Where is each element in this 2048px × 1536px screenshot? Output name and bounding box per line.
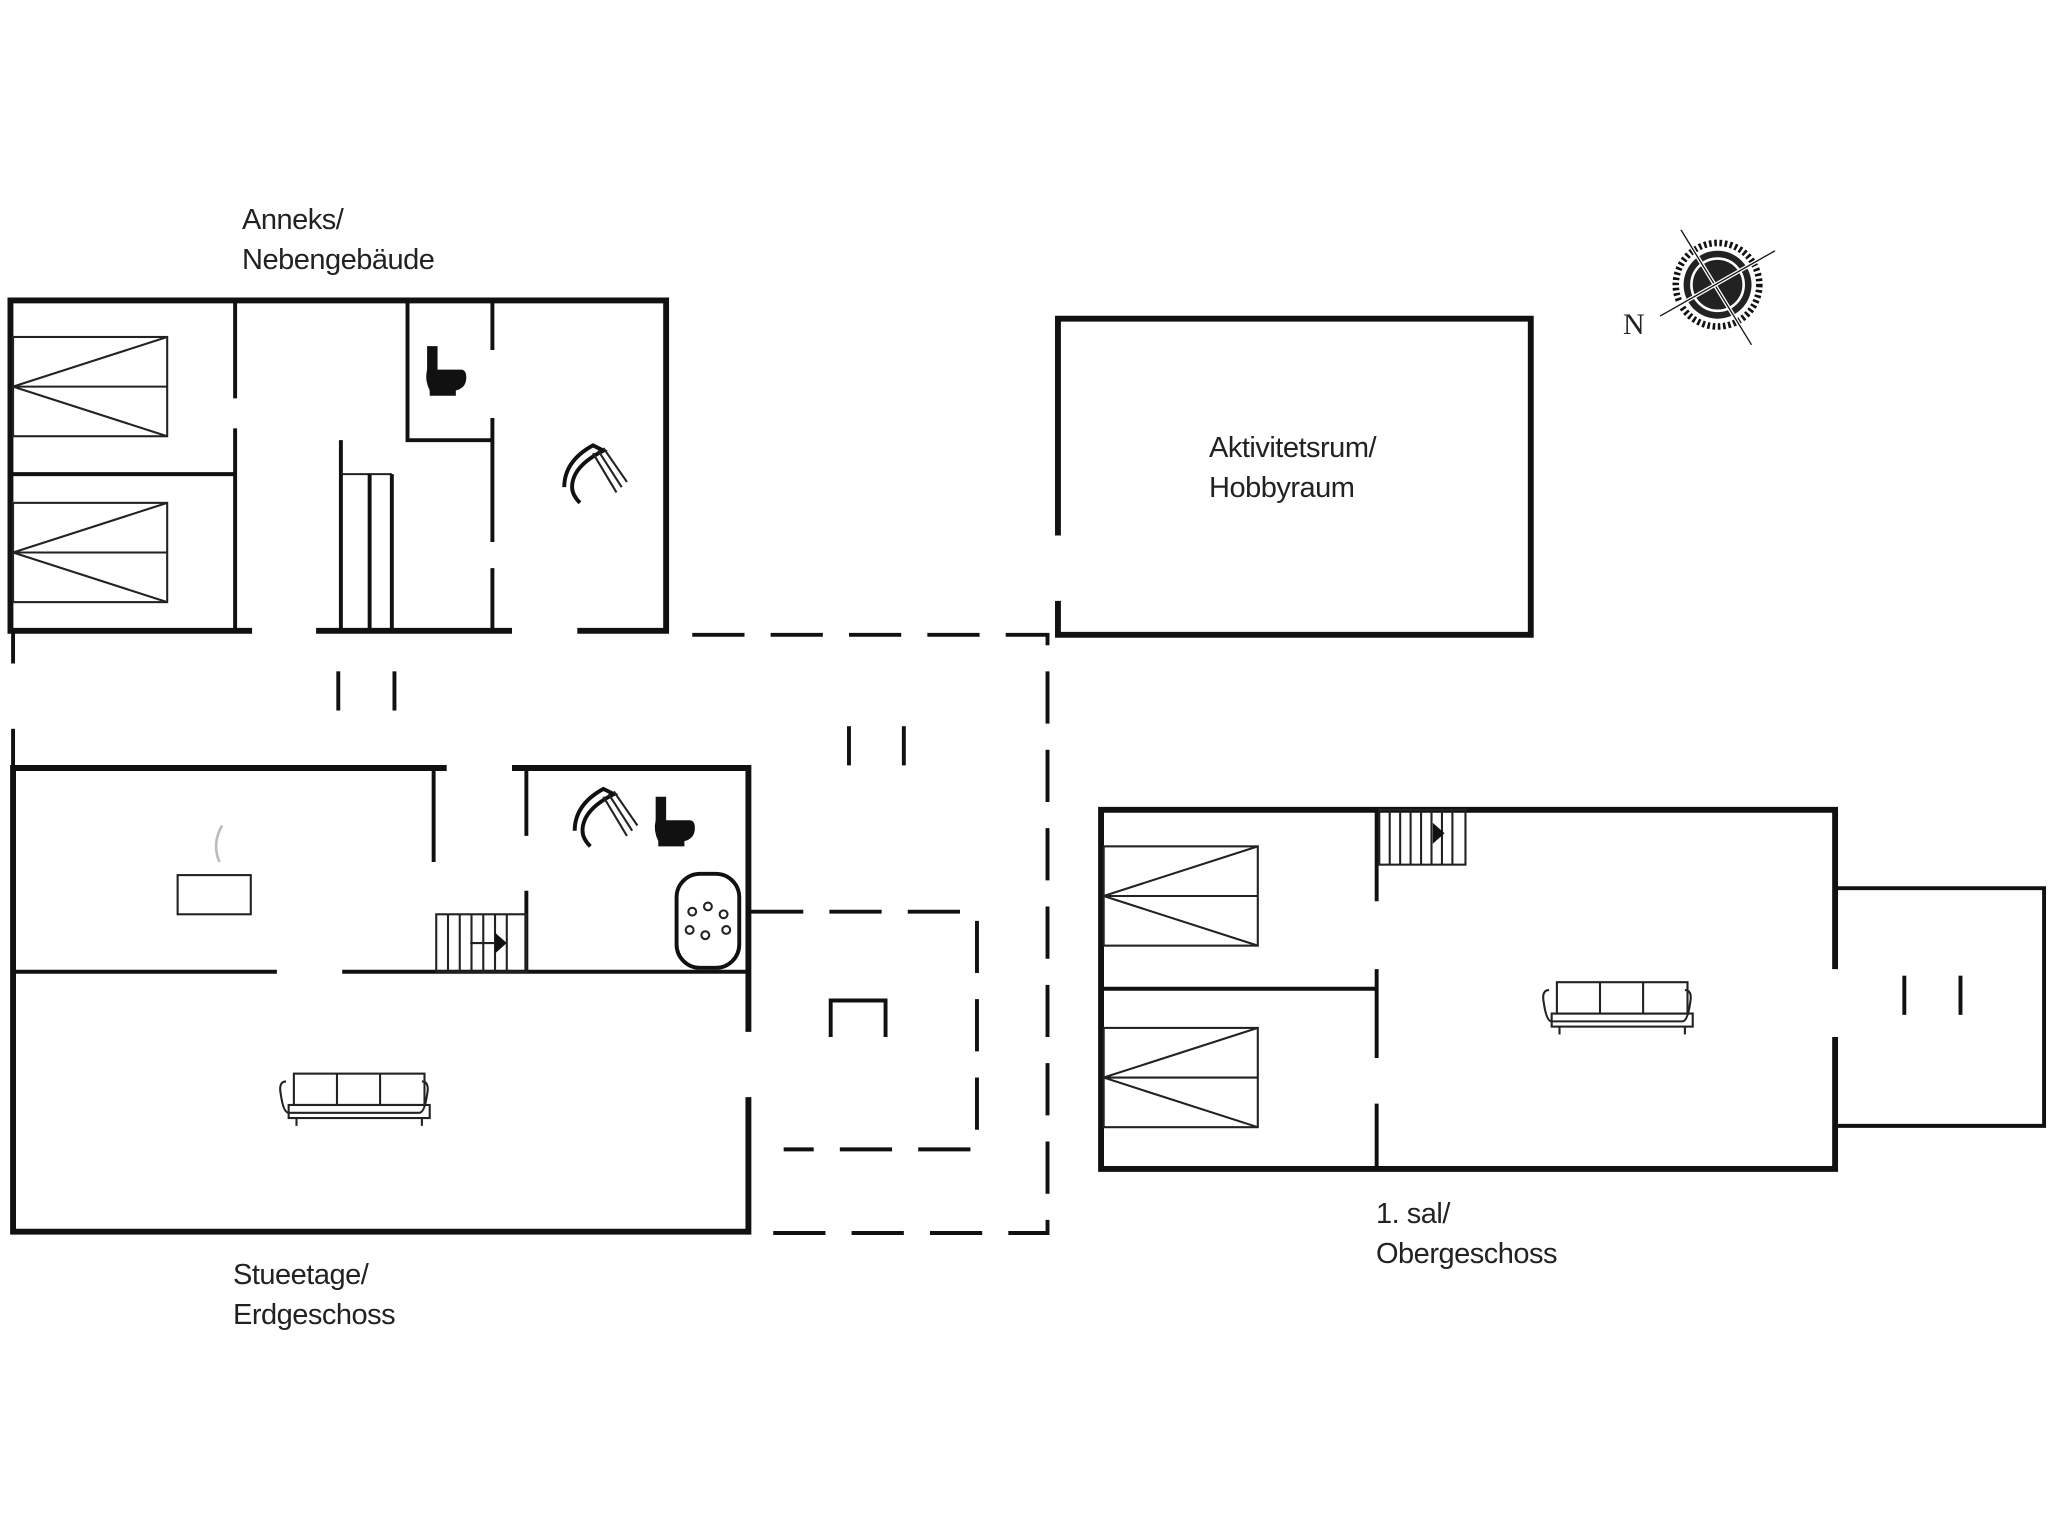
- annex-label-line2: Nebengebäude: [242, 244, 435, 276]
- ground-label-line2: Erdgeschoss: [233, 1299, 396, 1331]
- walkway: [11, 630, 1050, 1235]
- compass-rose-icon: [1659, 228, 1776, 346]
- upper-floor: [1098, 806, 2047, 1172]
- upper-label-line1: 1. sal/: [1376, 1198, 1450, 1230]
- compass-north-label: N: [1623, 308, 1645, 341]
- annex-building: [7, 297, 670, 634]
- ground-floor: [10, 765, 888, 1235]
- hobby-room-label: Aktivitetsrum/ Hobbyraum: [1209, 428, 1377, 508]
- ground-floor-label: Stueetage/ Erdgeschoss: [233, 1255, 396, 1335]
- upper-label-line2: Obergeschoss: [1376, 1238, 1558, 1270]
- annex-label-line1: Anneks/: [242, 204, 344, 236]
- annex-label: Anneks/ Nebengebäude: [242, 200, 435, 280]
- upper-floor-label: 1. sal/ Obergeschoss: [1376, 1194, 1558, 1274]
- ground-label-line1: Stueetage/: [233, 1259, 369, 1291]
- hobby-label-line1: Aktivitetsrum/: [1209, 432, 1377, 464]
- hobby-label-line2: Hobbyraum: [1209, 472, 1355, 504]
- hobby-building: [1055, 315, 1534, 638]
